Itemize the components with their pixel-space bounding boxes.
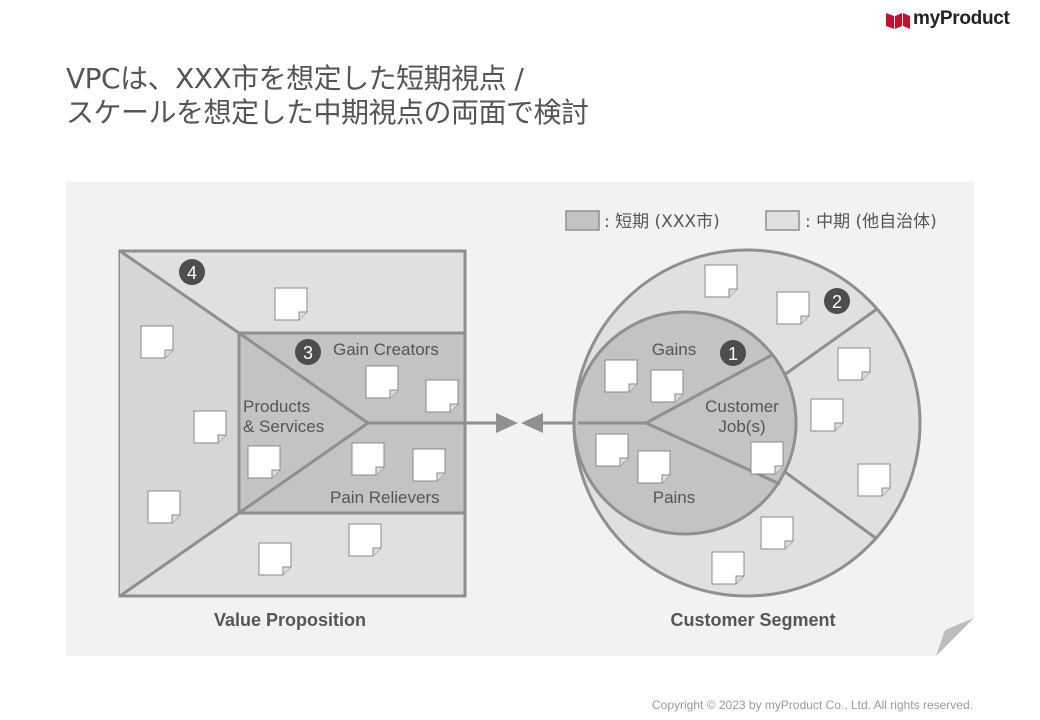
pain-relievers-label: Pain Relievers — [330, 488, 440, 507]
value-proposition-caption: Value Proposition — [214, 610, 366, 630]
gains-label: Gains — [652, 340, 696, 359]
sticky-note — [140, 325, 174, 359]
page-title-line2: スケールを想定した中期視点の両面で検討 — [66, 96, 589, 129]
svg-text:4: 4 — [187, 263, 197, 283]
products-services-label-line1: Products — [243, 397, 310, 416]
brand-logo: myProduct — [885, 8, 1035, 34]
sticky-note — [750, 441, 784, 475]
sticky-note — [425, 379, 459, 413]
customer-segment-caption: Customer Segment — [670, 610, 835, 630]
marker-4: 4 — [179, 259, 205, 285]
page-title-line1: VPCは、XXX市を想定した短期視点 / — [66, 62, 524, 95]
pains-label: Pains — [653, 488, 696, 507]
arrow-left-icon — [521, 413, 543, 433]
sticky-note — [837, 347, 871, 381]
products-services-label-line2: & Services — [243, 417, 324, 436]
sticky-note — [604, 359, 638, 393]
legend-label-mid-term: : 中期 (他自治体) — [805, 212, 937, 232]
marker-2: 2 — [824, 288, 850, 314]
legend-label-short-term: : 短期 (XXX市) — [604, 212, 720, 232]
copyright-footer: Copyright © 2023 by myProduct Co., Ltd. … — [652, 698, 973, 712]
brand-name: myProduct — [913, 8, 1010, 29]
customer-jobs-label-line1: Customer — [705, 397, 779, 416]
svg-text:1: 1 — [728, 344, 738, 364]
sticky-note — [595, 433, 629, 467]
sticky-note — [760, 516, 794, 550]
sticky-note — [365, 365, 399, 399]
sticky-note — [147, 490, 181, 524]
sticky-note — [193, 410, 227, 444]
sticky-note — [351, 442, 385, 476]
customer-jobs-label-line2: Job(s) — [718, 417, 765, 436]
arrow-right-icon — [496, 413, 518, 433]
sticky-note — [247, 445, 281, 479]
sticky-note — [258, 542, 292, 576]
sticky-note — [857, 463, 891, 497]
svg-text:2: 2 — [832, 292, 842, 312]
marker-3: 3 — [295, 339, 321, 365]
page-title: VPCは、XXX市を想定した短期視点 / スケールを想定した中期視点の両面で検討 — [66, 62, 966, 130]
sticky-note — [637, 450, 671, 484]
sticky-note — [704, 264, 738, 298]
marker-1: 1 — [720, 340, 746, 366]
legend-swatch-mid-term — [765, 210, 800, 231]
brand-mark-icon — [886, 13, 910, 29]
gain-creators-label: Gain Creators — [333, 340, 439, 359]
sticky-note — [274, 287, 308, 321]
sticky-note — [810, 398, 844, 432]
sticky-note — [776, 291, 810, 325]
sticky-note — [650, 369, 684, 403]
legend-swatch-short-term — [565, 210, 600, 231]
sticky-note — [412, 448, 446, 482]
sticky-note — [348, 523, 382, 557]
sticky-note — [711, 551, 745, 585]
page-curl — [936, 618, 974, 656]
svg-text:3: 3 — [303, 343, 313, 363]
